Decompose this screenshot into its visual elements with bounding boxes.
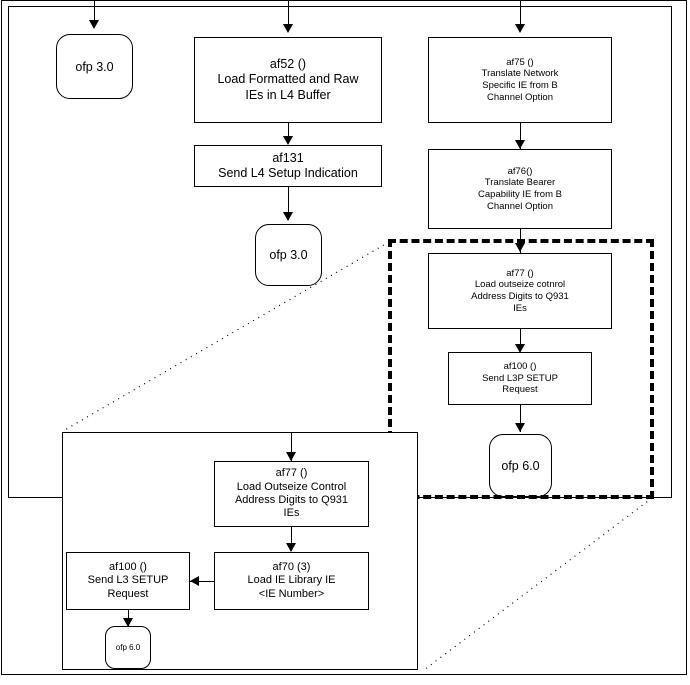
process-af100-right-text: af100 () Send L3P SETUP Request: [482, 361, 558, 396]
process-af100-inset-text: af100 () Send L3 SETUP Request: [87, 560, 169, 600]
process-af131-text: af131 Send L4 Setup Indication: [218, 150, 358, 180]
process-af52: af52 () Load Formatted and Raw IEs in L4…: [194, 37, 382, 123]
connector-af52-to-af131: [288, 123, 289, 143]
arrowhead-into-af77: [515, 243, 525, 252]
arrowhead-into-right-ofp60: [515, 423, 525, 432]
terminator-inset-ofp60-label: ofp 6.0: [115, 643, 141, 652]
terminator-right-ofp60-label: ofp 6.0: [501, 458, 540, 473]
arrowhead-into-inset-ofp60: [123, 618, 133, 627]
arrowhead-into-left-ofp30: [89, 20, 99, 29]
terminator-mid-ofp30-label: ofp 3.0: [269, 248, 308, 262]
connector-into-left-ofp30: [94, 0, 95, 22]
terminator-left-ofp30-label: ofp 3.0: [75, 59, 114, 74]
arrowhead-into-inset-af77: [286, 452, 296, 461]
process-af77-inset-text: af77 () Load Outseize Control Address Di…: [234, 467, 349, 520]
terminator-right-ofp60: ofp 6.0: [489, 434, 552, 497]
arrowhead-into-mid-ofp30: [283, 212, 293, 221]
connector-af100-to-ofp60-right: [520, 405, 521, 432]
terminator-mid-ofp30: ofp 3.0: [255, 224, 322, 286]
terminator-left-ofp30: ofp 3.0: [56, 34, 133, 99]
process-af76-text: af76() Translate Bearer Capability IE fr…: [478, 165, 562, 212]
process-af77-inset: af77 () Load Outseize Control Address Di…: [214, 461, 369, 527]
process-af70-inset-text: af70 (3) Load IE Library IE <IE Number>: [247, 560, 336, 600]
arrowhead-into-inset-af100: [190, 576, 199, 586]
connector-af75-to-af76: [520, 123, 521, 149]
process-af100-inset: af100 () Send L3 SETUP Request: [66, 552, 190, 610]
arrowhead-into-af100-right: [515, 344, 525, 353]
connector-af131-to-ofp30: [288, 187, 289, 220]
process-af77-right: af77 () Load outseize cotnrol Address Di…: [428, 253, 612, 329]
connector-into-af75: [520, 0, 521, 26]
process-af75-text: af75 () Translate Network Specific IE fr…: [481, 56, 559, 103]
process-af75: af75 () Translate Network Specific IE fr…: [428, 37, 612, 123]
connector-af77-to-af100-right: [520, 329, 521, 351]
connector-af70-to-af100-inset: [190, 581, 214, 582]
arrowhead-into-af131: [283, 136, 293, 145]
process-af131: af131 Send L4 Setup Indication: [194, 145, 382, 187]
connector-into-inset-af77: [291, 432, 292, 462]
process-af70-inset: af70 (3) Load IE Library IE <IE Number>: [214, 552, 369, 610]
arrowhead-into-af75: [515, 24, 525, 33]
process-af52-text: af52 () Load Formatted and Raw IEs in L4…: [217, 57, 359, 102]
connector-into-af52: [288, 0, 289, 26]
connector-af77-to-af70-inset: [291, 527, 292, 551]
arrowhead-into-af76: [515, 140, 525, 149]
terminator-inset-ofp60: ofp 6.0: [105, 626, 151, 669]
page-outer-border: [1, 0, 687, 675]
process-af100-right: af100 () Send L3P SETUP Request: [448, 352, 592, 405]
arrowhead-into-inset-af70: [286, 543, 296, 552]
process-af76: af76() Translate Bearer Capability IE fr…: [428, 149, 612, 229]
arrowhead-into-af52: [283, 24, 293, 33]
process-af77-right-text: af77 () Load outseize cotnrol Address Di…: [471, 267, 569, 314]
